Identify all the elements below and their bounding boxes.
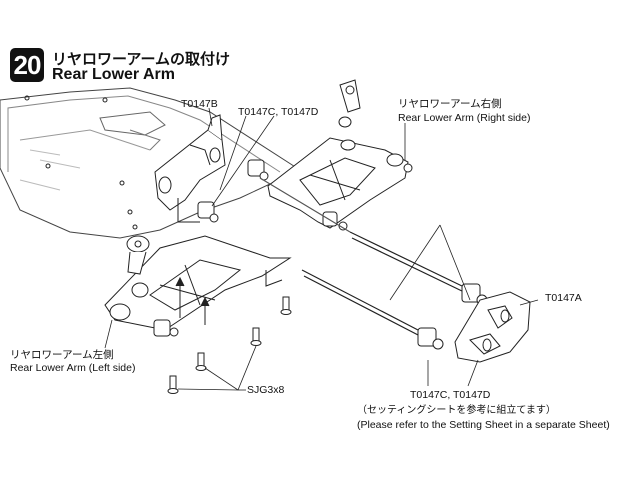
right-rod-end [338, 79, 361, 151]
label-left-side-en: Rear Lower Arm (Left side) [10, 362, 136, 374]
hinge-pins [259, 177, 465, 337]
step-title-en: Rear Lower Arm [52, 66, 175, 83]
leader-lines [104, 107, 539, 391]
label-sjg3x8: SJG3x8 [247, 384, 285, 396]
step-number-badge: 20 [10, 48, 44, 82]
note-jp: （セッティングシートを参考に組立てます） [357, 405, 556, 416]
label-t0147b: T0147B [181, 98, 218, 110]
label-t0147a: T0147A [545, 292, 582, 304]
assembly-arrows [175, 198, 283, 325]
left-lower-arm [104, 235, 292, 337]
suspension-mount-t0147b [154, 114, 226, 211]
label-t0147c-d-top: T0147C, T0147D [238, 106, 319, 118]
label-right-side-jp: リヤロワーアーム右側 [398, 98, 502, 110]
suspension-block-t0147a [454, 291, 531, 363]
step-title-jp: リヤロワーアームの取付け [52, 50, 231, 68]
label-right-side-en: Rear Lower Arm (Right side) [398, 112, 531, 124]
note-en: (Please refer to the Setting Sheet in a … [357, 419, 610, 431]
screws-sjg3x8 [167, 296, 292, 394]
label-t0147c-d-bottom: T0147C, T0147D [410, 389, 491, 401]
right-lower-arm [267, 137, 413, 231]
left-rod-end [126, 235, 150, 275]
pivot-bushings-top [197, 159, 269, 223]
label-left-side-jp: リヤロワーアーム左側 [10, 349, 114, 361]
